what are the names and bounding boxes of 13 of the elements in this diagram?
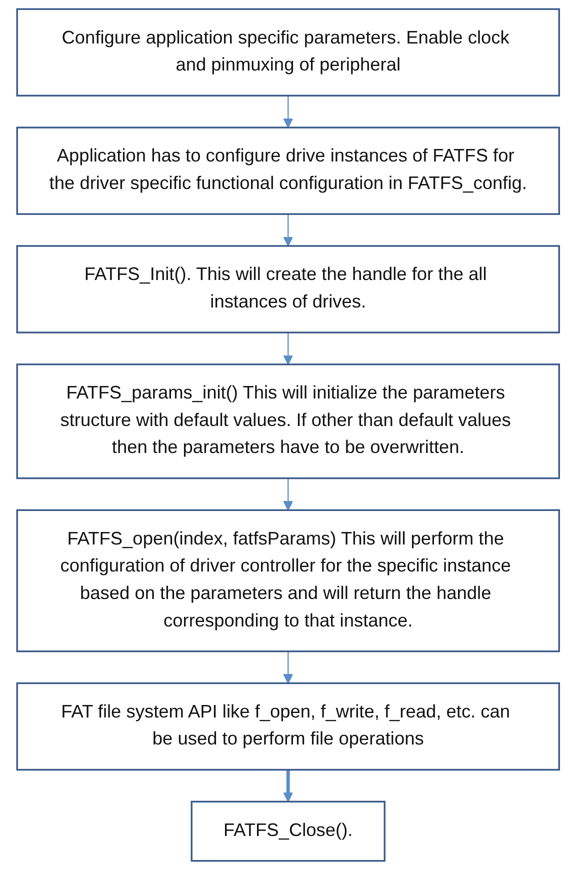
node-box: FATFS_open(index, fatfsParams) This will perform the configuration of driver controller for the specific instance based on the parameters and will return the handle corresponding to that instance. (16, 509, 560, 652)
node-box: FATFS_Close(). (190, 800, 386, 862)
node-box: FATFS_params_init() This will initialize the parameters structure with default values. If other than default values then the parameters have to be overwritten. (16, 364, 560, 480)
node-box: FAT file system API like f_open, f_write, f_read, etc. can be used to perform file operations (16, 682, 560, 771)
arrow (283, 651, 293, 684)
node-box: Application has to configure drive instances of FATFS for the driver specific functional configuration in FATFS_config. (16, 126, 560, 215)
node-box: Configure application specific parameters. Enable clock and pinmuxing of peripheral (16, 8, 560, 96)
arrow (283, 96, 293, 128)
node-box: FATFS_Init(). This will create the handle for the all instances of drives. (16, 245, 560, 334)
arrow (283, 770, 293, 802)
arrow (283, 214, 293, 246)
arrow (283, 332, 293, 365)
arrow (283, 478, 293, 511)
